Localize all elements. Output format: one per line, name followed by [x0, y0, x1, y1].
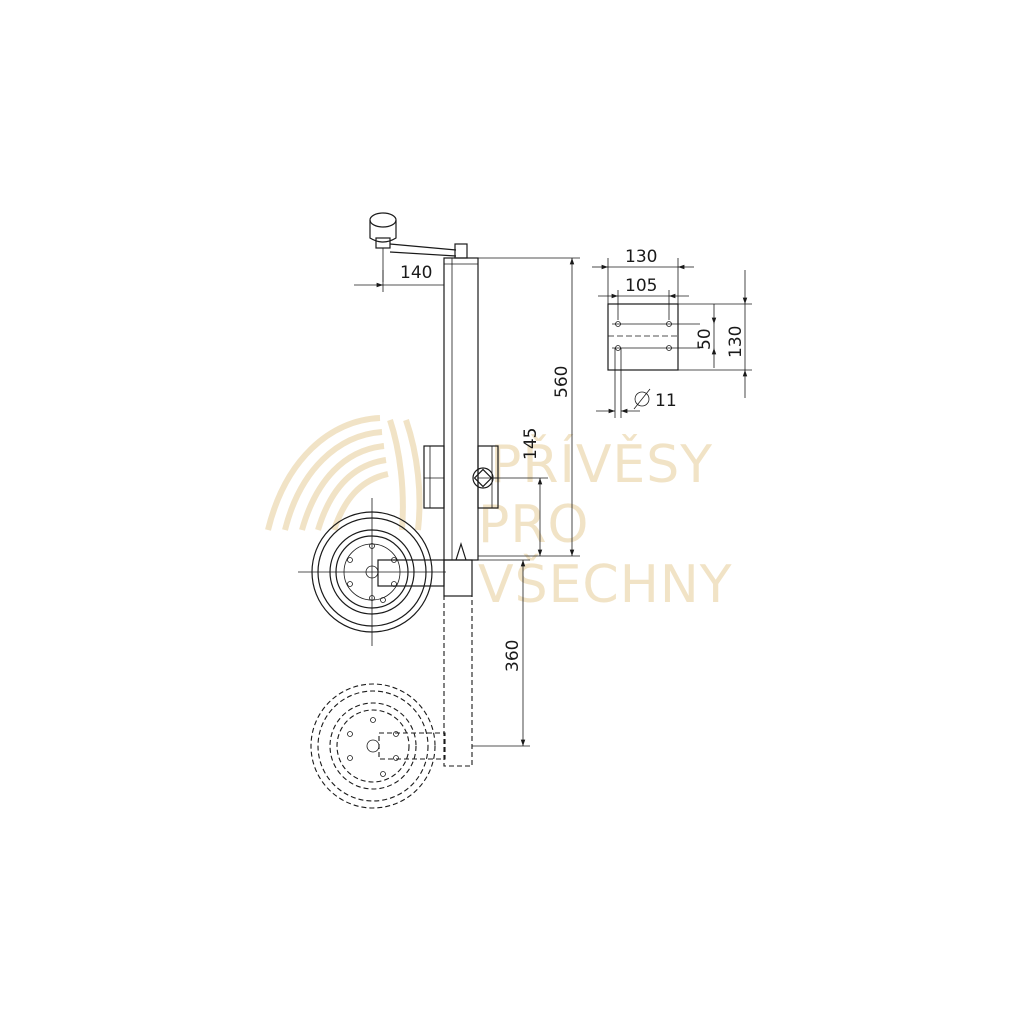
dimension-total-height: 560: [478, 257, 580, 557]
dim-label-hole-spacing-vertical: 50: [695, 328, 715, 350]
dim-label-wheel-travel: 360: [503, 640, 523, 672]
dim-label-plate-width: 130: [625, 247, 657, 267]
dimension-plate-height: 130: [678, 270, 752, 398]
dim-label-hole-spacing-horizontal: 105: [625, 276, 657, 296]
dim-label-hole-diameter: 11: [655, 391, 677, 411]
diameter-symbol-icon: [633, 388, 651, 410]
dimension-clamp-height: 145: [494, 428, 548, 556]
dim-label-plate-height: 130: [726, 326, 746, 358]
watermark-logo: PŘÍVĚSY PRO VŠECHNY: [265, 415, 733, 615]
wheel-upper: [298, 498, 446, 646]
dimension-hole-diameter: 11: [596, 348, 677, 418]
watermark-line-1: PŘÍVĚSY: [490, 434, 713, 495]
dimension-hole-spacing-vertical: 50: [695, 304, 717, 368]
dim-label-handle-reach: 140: [400, 263, 432, 283]
dim-label-clamp-height: 145: [521, 428, 541, 460]
dimension-wheel-travel: 360: [472, 559, 530, 747]
wheel-lower: [310, 683, 446, 809]
lower-tube: [443, 559, 473, 767]
dimension-handle-reach: 140: [354, 262, 445, 292]
mounting-clamp: [423, 445, 499, 509]
dim-label-total-height: 560: [552, 366, 572, 398]
watermark-line-2: PRO: [478, 495, 589, 555]
watermark-emblem-icon: [265, 415, 423, 531]
mounting-plate-detail: [607, 303, 700, 371]
watermark-line-3: VŠECHNY: [478, 553, 733, 615]
dimension-hole-spacing-horizontal: 105: [598, 276, 689, 320]
main-tube: [443, 257, 479, 561]
